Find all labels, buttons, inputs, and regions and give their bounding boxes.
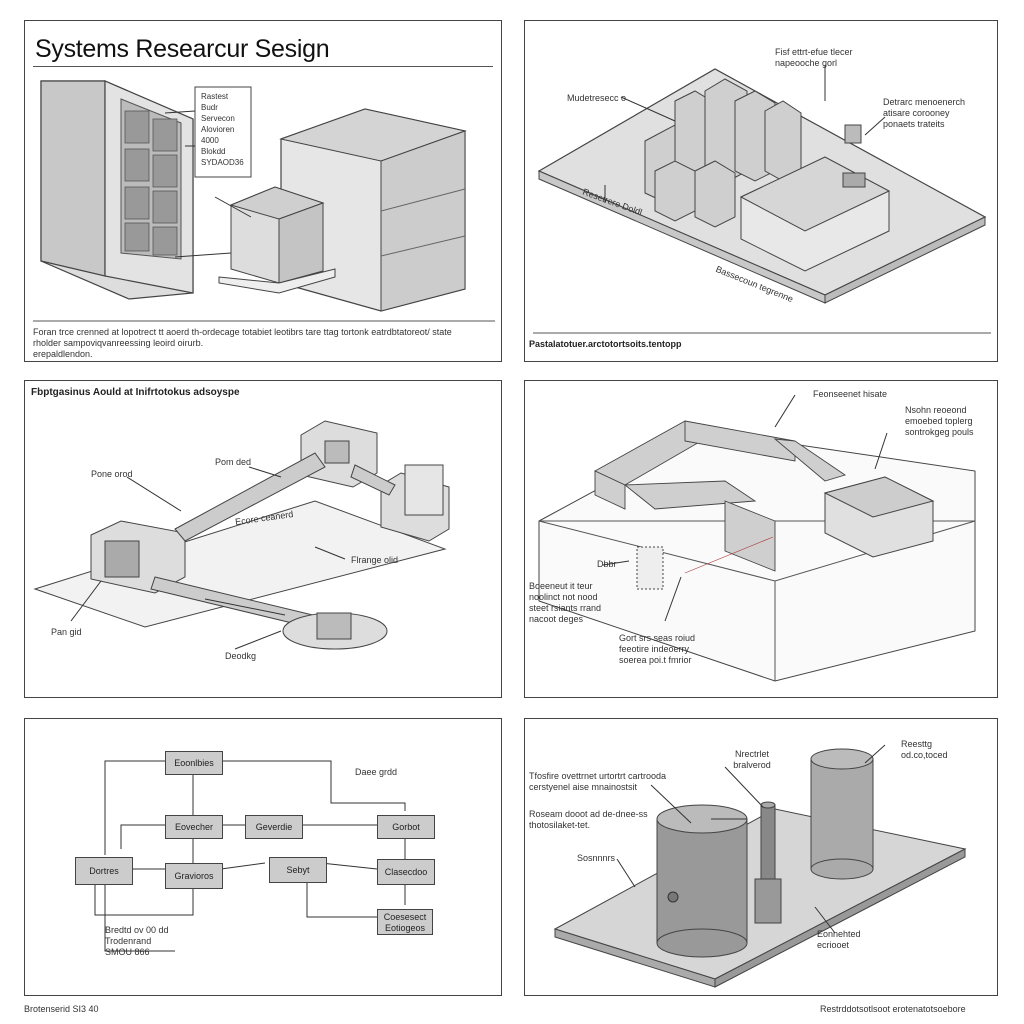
panel6-label-sub: Roseam dooot ad de-dnee-ss thotosilaket-… (529, 809, 648, 830)
panel1-caption: Foran trce crenned at lopotrect tt aoerd… (33, 327, 452, 359)
pipeline-illustration (33, 420, 450, 650)
flow-box-gorbot: Gorbot (377, 815, 435, 839)
panel4-label-bottom: Gort srs seas roiud feeotire indeoerry s… (619, 633, 696, 665)
footer-left: Brotenserid SI3 40 (24, 1004, 99, 1014)
flow-box-coesesect: Coesesect Eotiogeos (377, 909, 433, 935)
flow-box-sebyt: Sebyt (269, 857, 327, 883)
rack-callout-text: Rastest Budr Servecon Alovioren 4000 Blo… (201, 92, 244, 167)
panel-pipeline-diagram: Fbptgasinus Aould at Inifrtotokus adsoys… (24, 380, 502, 698)
title-rule (33, 66, 493, 67)
panel4-label-left: Boeeneut it teur noolinct not nood steet… (529, 581, 602, 624)
panel2-caption: Pastalatotuer.arctotortsoits.tentopp (529, 339, 682, 349)
flow-box-geverdie: Geverdie (245, 815, 303, 839)
panel3-label-dock: Deodkg (225, 651, 257, 661)
flow-box-dortres: Dortres (75, 857, 133, 885)
tank-platform-illustration (553, 744, 967, 988)
panel-systems-research: Systems Researcur Sesign Rastes (24, 20, 502, 362)
panel2-label-right: Detrarc menoenerch atisare corooney pona… (883, 97, 966, 129)
panel3-title: Fbptgasinus Aould at Inifrtotokus adsoys… (31, 387, 240, 398)
flow-label-data: Daee grdd (355, 767, 398, 777)
panel3-label-pan: Pan gid (51, 627, 82, 637)
panel6-label-con: Eonnehted ecriooet (817, 929, 861, 950)
flowchart-connectors (94, 760, 406, 952)
panel3-label-pom: Pom ded (215, 457, 252, 467)
panel4-label-right: Nsohn reoeond emoebed toplerg sontrokgeg… (905, 405, 974, 437)
page-title: Systems Researcur Sesign (35, 35, 330, 63)
panel4-label-dbb: Dbbr (597, 559, 617, 569)
panel2-label-left: Mudetresecc o (567, 93, 627, 103)
panel6-label-nec: Nrectrlet bralverod (733, 749, 771, 770)
panel-flowchart: Eoonlbies Eovecher Geverdie Gorbot Dortr… (24, 718, 502, 996)
panel6-label-heading: Tfosfire ovettrnet urtortrt cartrooda ce… (529, 771, 667, 792)
panel3-label-range: Flrange olid (351, 555, 399, 565)
flow-box-eoonlbies: Eoonlbies (165, 751, 223, 775)
panel6-label-sor: Sosnnnrs (577, 853, 616, 863)
panel4-label-top: Feonseenet hisate (813, 389, 888, 399)
panel-tank-platform: Nrectrlet bralverod Reesttg od.co,toced … (524, 718, 998, 996)
flow-box-gravioros: Gravioros (165, 863, 223, 889)
panel2-label-top: Fisf ettrt-efue tlecer napeooche gorl (775, 47, 853, 68)
flow-label-bottom: Bredtd ov 00 dd Trodenrand SMOU 866 (105, 925, 169, 957)
flow-box-eovecher: Eovecher (165, 815, 223, 839)
panel-city-block-model: Fisf ettrt-efue tlecer napeooche gorl Mu… (524, 20, 998, 362)
server-rack-illustration (33, 80, 495, 322)
isometric-block-illustration (533, 65, 991, 334)
panel6-label-res: Reesttg od.co,toced (901, 739, 948, 760)
flow-box-clasecdoo: Clasecdoo (377, 859, 435, 885)
isometric-floorplan-illustration (538, 394, 976, 682)
footer-right: Restrddotsotlsoot erotenatotsoebore (820, 1004, 966, 1014)
panel3-label-pone: Pone orod (91, 469, 133, 479)
panel-floorplan-model: Feonseenet hisate Nsohn reoeond emoebed … (524, 380, 998, 698)
